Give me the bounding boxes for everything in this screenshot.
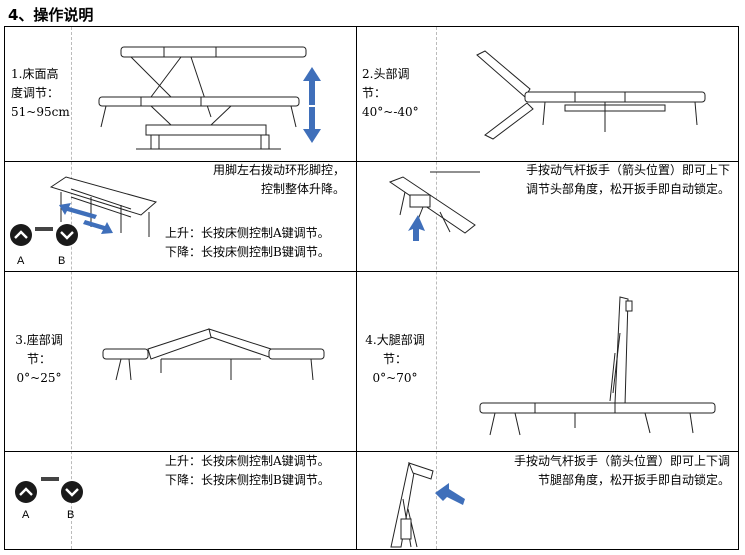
row-divider	[5, 271, 738, 272]
text-line: 调节头部角度，松开扳手即自动锁定。	[525, 182, 730, 196]
leg-lever-illustration	[390, 462, 465, 548]
button-b-label: B	[67, 509, 75, 521]
divider	[71, 27, 72, 549]
label-line: 节：	[362, 86, 387, 100]
seat-label: 3.座部调 节： 0°~25°	[11, 331, 67, 388]
label-line: 0°~70°	[372, 371, 418, 385]
button-a-label: A	[17, 255, 25, 267]
instruction-table: 1.床面高 度调节： 51~95cm 2.头部调 节： 40°~-40°	[4, 26, 739, 550]
head-description: 手按动气杆扳手（箭头位置）即可上下 调节头部角度，松开扳手即自动锁定。	[480, 161, 730, 199]
seat-bed-illustration	[102, 328, 325, 381]
head-bed-illustration	[476, 50, 706, 140]
text-line: 手按动气杆扳手（箭头位置）即可上下调	[513, 454, 730, 468]
chevron-up-icon	[14, 230, 28, 239]
height-label: 1.床面高 度调节： 51~95cm	[11, 65, 70, 122]
text-line: 手按动气杆扳手（箭头位置）即可上下	[525, 163, 730, 177]
label-line: 40°~-40°	[362, 105, 419, 119]
head-label: 2.头部调 节： 40°~-40°	[362, 65, 419, 122]
text-line: 节腿部角度，松开扳手即自动锁定。	[537, 473, 730, 487]
control-buttons	[15, 477, 83, 503]
height-bed-illustration	[98, 46, 307, 150]
control-buttons	[10, 224, 78, 246]
text-line: 下降：长按床侧控制B键调节。	[165, 245, 330, 259]
button-a-label: A	[22, 509, 30, 521]
chevron-up-icon	[19, 487, 33, 496]
divider	[356, 27, 357, 549]
label-line: 节：	[26, 352, 51, 366]
button-b-label: B	[58, 255, 66, 267]
text-line: 控制整体升降。	[260, 182, 345, 196]
label-line: 3.座部调	[15, 333, 63, 347]
label-line: 4.大腿部调	[365, 333, 425, 347]
leg-label: 4.大腿部调 节： 0°~70°	[362, 331, 428, 388]
chevron-down-icon	[60, 231, 74, 240]
section-title: 4、操作说明	[8, 6, 94, 24]
text-line: 上升：长按床侧控制A键调节。	[165, 226, 330, 240]
label-line: 0°~25°	[16, 371, 62, 385]
text-line: 上升：长按床侧控制A键调节。	[165, 454, 330, 468]
text-line: 下降：长按床侧控制B键调节。	[165, 473, 330, 487]
row-divider	[5, 161, 738, 162]
row-divider	[5, 451, 738, 452]
text-line: 用脚左右拨动环形脚控，	[212, 163, 345, 177]
button-b[interactable]	[61, 481, 83, 503]
base-illustration	[49, 176, 158, 237]
height-button-instructions: 上升：长按床侧控制A键调节。 下降：长按床侧控制B键调节。	[165, 224, 330, 262]
height-description: 用脚左右拨动环形脚控， 控制整体升降。	[145, 161, 345, 199]
head-lever-illustration	[388, 171, 480, 241]
label-line: 2.头部调	[362, 67, 410, 81]
button-b[interactable]	[56, 224, 78, 246]
leg-description: 手按动气杆扳手（箭头位置）即可上下调 节腿部角度，松开扳手即自动锁定。	[480, 452, 730, 490]
label-line: 51~95cm	[11, 105, 70, 119]
button-a[interactable]	[10, 224, 32, 246]
leg-bed-illustration	[479, 296, 716, 436]
label-line: 1.床面高	[11, 67, 59, 81]
button-a[interactable]	[15, 481, 37, 503]
divider	[436, 27, 437, 549]
label-line: 度调节：	[11, 86, 60, 100]
label-line: 节：	[382, 352, 407, 366]
arrow-icon	[303, 67, 321, 143]
chevron-down-icon	[65, 488, 79, 497]
seat-button-instructions: 上升：长按床侧控制A键调节。 下降：长按床侧控制B键调节。	[165, 452, 330, 490]
